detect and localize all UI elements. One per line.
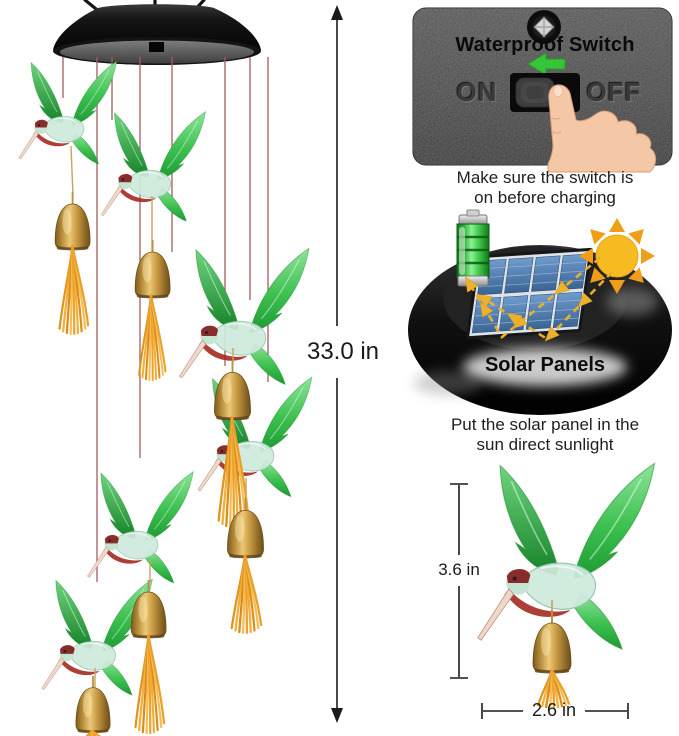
sunlight-arrows	[460, 256, 613, 346]
hummingbird-figure	[86, 471, 194, 584]
bell-tassel	[138, 293, 167, 382]
bird-width-label: 2.6 in	[531, 700, 577, 720]
solar-caption: Put the solar panel in the sun direct su…	[420, 415, 670, 455]
solar-panels-label: Solar Panels	[484, 354, 606, 376]
bird-height-label: 3.6 in	[425, 560, 493, 581]
solar-caption-line2: sun direct sunlight	[476, 435, 614, 455]
switch-title: Waterproof Switch	[455, 34, 635, 56]
pointing-finger-icon	[547, 84, 657, 173]
height-arrow-annotation	[331, 5, 343, 723]
chime-top-dome	[53, 4, 261, 65]
battery-icon	[456, 209, 490, 287]
bell-tassel	[230, 553, 263, 635]
solar-panel-grid	[466, 247, 593, 340]
bell-figure	[54, 191, 92, 252]
bird-height-measure	[450, 483, 468, 679]
switch-on-label: ON	[456, 77, 498, 107]
switch-caption-line1: Make sure the switch is	[456, 168, 634, 187]
switch-caption: Make sure the switch is on before chargi…	[420, 168, 670, 208]
total-height-label: 33.0 in	[306, 338, 380, 365]
switch-panel-graphic	[412, 7, 673, 173]
bird-width-measure	[481, 703, 629, 719]
bell-figure	[130, 579, 168, 640]
hummingbird-figure	[178, 247, 310, 386]
bell-tassel	[134, 633, 166, 735]
switch-caption-line2: on before charging	[474, 188, 616, 208]
hummingbird-figure	[18, 60, 118, 165]
hummingbird-figure	[100, 110, 207, 222]
switch-knob	[515, 77, 555, 108]
bell-tassel	[58, 244, 90, 336]
hummingbird-figure	[197, 376, 313, 498]
switch-off-label: OFF	[586, 77, 642, 107]
bell-figure	[213, 359, 252, 422]
solar-caption-line1: Put the solar panel in the	[450, 415, 640, 434]
light-sensor	[149, 42, 164, 52]
display-bell	[532, 609, 572, 675]
screw-icon	[527, 10, 561, 44]
display-hummingbird	[476, 462, 656, 651]
sun-icon	[579, 218, 655, 294]
bell-figure	[75, 675, 111, 735]
solar-dome-graphic	[408, 209, 672, 415]
